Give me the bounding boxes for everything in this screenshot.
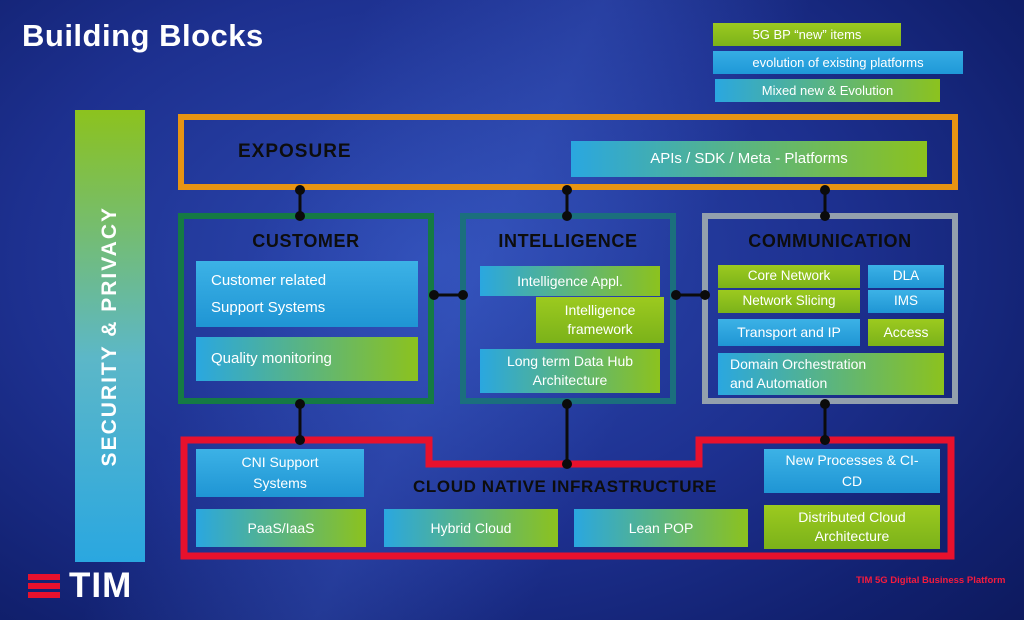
domain-orchestration-block: Domain Orchestration and Automation (718, 353, 944, 395)
customer-frame: CUSTOMER Customer related Support System… (178, 213, 434, 404)
exposure-frame: EXPOSURE APIs / SDK / Meta - Platforms (178, 114, 958, 190)
core-network-block: Core Network (718, 265, 860, 288)
new-processes-cicd-block: New Processes & CI-CD (764, 449, 940, 493)
security-privacy-bar: SECURITY & PRIVACY (75, 110, 145, 562)
network-slicing-block: Network Slicing (718, 290, 860, 313)
footer-caption: TIM 5G Digital Business Platform (856, 575, 1006, 586)
access-block: Access (868, 319, 944, 346)
transport-and-ip-block: Transport and IP (718, 319, 860, 346)
long-term-data-hub-block: Long term Data Hub Architecture (480, 349, 660, 393)
customer-support-systems-block: Customer related Support Systems (196, 261, 418, 327)
customer-title: CUSTOMER (252, 231, 360, 251)
intelligence-framework-block: Intelligence framework (536, 297, 664, 343)
dla-block: DLA (868, 265, 944, 288)
tim-logo: TIM (28, 568, 132, 603)
communication-title: COMMUNICATION (748, 231, 912, 251)
tim-logo-text: TIM (69, 566, 133, 605)
paas-iaas-block: PaaS/IaaS (196, 509, 366, 547)
hybrid-cloud-block: Hybrid Cloud (384, 509, 558, 547)
intelligence-frame: INTELLIGENCE Intelligence Appl. Intellig… (460, 213, 676, 404)
apis-sdk-meta-platforms-block: APIs / SDK / Meta - Platforms (571, 141, 927, 177)
quality-monitoring-block: Quality monitoring (196, 337, 418, 381)
tim-logo-icon (28, 573, 60, 598)
ims-block: IMS (868, 290, 944, 313)
cni-support-systems-block: CNI Support Systems (196, 449, 364, 497)
legend-item-mixed: Mixed new & Evolution (715, 79, 940, 102)
intelligence-title: INTELLIGENCE (498, 231, 638, 251)
lean-pop-block: Lean POP (574, 509, 748, 547)
security-privacy-label: SECURITY & PRIVACY (98, 205, 121, 467)
legend-item-new: 5G BP “new” items (713, 23, 901, 46)
distributed-cloud-architecture-block: Distributed Cloud Architecture (764, 505, 940, 549)
communication-frame: COMMUNICATION Core Network DLA Network S… (702, 213, 958, 404)
exposure-title: EXPOSURE (238, 141, 352, 162)
intelligence-appl-block: Intelligence Appl. (480, 266, 660, 296)
page-title: Building Blocks (22, 18, 264, 53)
legend-item-evolution: evolution of existing platforms (713, 51, 963, 74)
cloud-native-infrastructure-title: CLOUD NATIVE INFRASTRUCTURE (413, 477, 717, 496)
